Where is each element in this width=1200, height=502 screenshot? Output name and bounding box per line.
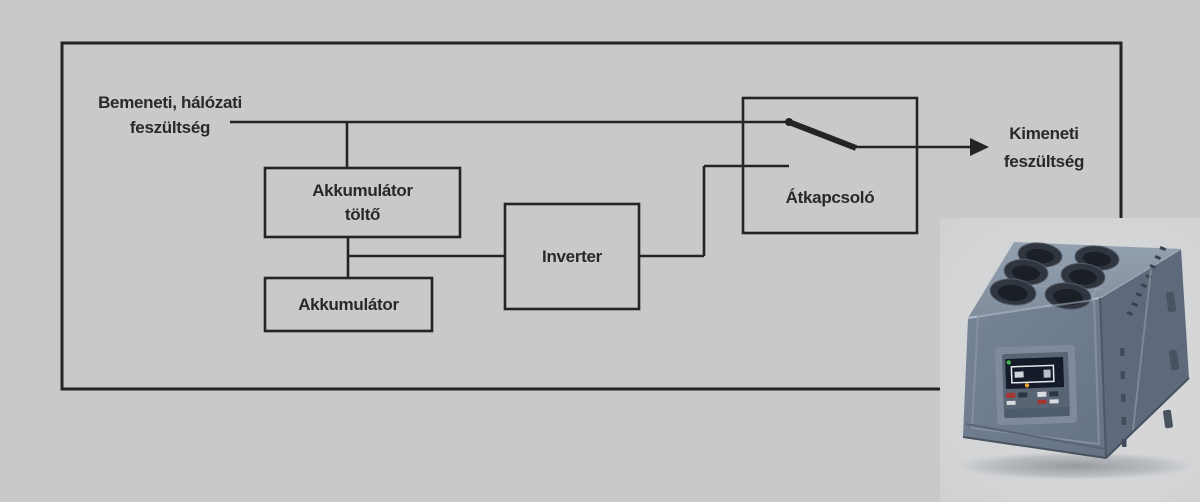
output-voltage-label: Kimeneti feszültség <box>985 120 1103 176</box>
battery-block-label: Akkumulátor <box>265 278 432 331</box>
top-vent-holes <box>1126 245 1167 316</box>
inverter-label-text: Inverter <box>542 246 602 266</box>
device-shadow <box>957 452 1193 480</box>
front-bottom-edge <box>962 436 1107 459</box>
input-voltage-label-line1: Bemeneti, hálózati <box>98 93 242 112</box>
output-arrowhead-icon <box>970 138 989 156</box>
ups-device-illustration <box>957 242 1193 480</box>
ups-display-panel <box>994 344 1078 426</box>
input-voltage-label: Bemeneti, hálózati feszültség <box>72 90 268 140</box>
charger-block-label: Akkumulátor töltő <box>265 168 460 237</box>
ups-socket <box>989 278 1037 306</box>
ups-device-photo <box>940 218 1200 502</box>
ups-side-face <box>1100 249 1189 458</box>
front-side-edge <box>1099 297 1107 459</box>
charger-box <box>263 166 462 239</box>
side-handle-cutouts <box>1163 291 1180 429</box>
front-base-groove <box>965 423 1106 450</box>
panel-lower-strip <box>1004 406 1070 419</box>
outer-border <box>60 41 1123 391</box>
battery-label-text: Akkumulátor <box>298 294 399 314</box>
battery-box <box>263 276 434 333</box>
ups-socket <box>1060 262 1106 290</box>
amber-led <box>1024 383 1030 388</box>
panel-buttons <box>1006 391 1059 406</box>
charger-label-line1: Akkumulátor <box>312 180 413 200</box>
switch-block-label: Átkapcsoló <box>743 186 917 210</box>
side-vent-slots <box>1120 348 1127 447</box>
switch-label-text: Átkapcsoló <box>785 188 875 207</box>
switch-blade <box>787 119 858 151</box>
side-top-edge <box>1099 248 1182 299</box>
output-voltage-label-line2: feszültség <box>1003 152 1085 171</box>
inverter-block-label: Inverter <box>505 204 639 309</box>
side-bottom-edge <box>1105 377 1190 459</box>
ups-socket <box>1003 258 1049 286</box>
green-led <box>1006 360 1011 365</box>
lcd-screen <box>1005 357 1065 390</box>
front-bevel-outline <box>970 298 1101 446</box>
switch-box <box>741 96 919 235</box>
charger-label-line2: töltő <box>344 204 381 224</box>
output-voltage-label-line1: Kimeneti <box>1009 124 1079 143</box>
input-voltage-label-line2: feszültség <box>129 118 211 137</box>
ups-socket-grid <box>989 242 1120 310</box>
side-module-seam <box>1132 269 1152 431</box>
